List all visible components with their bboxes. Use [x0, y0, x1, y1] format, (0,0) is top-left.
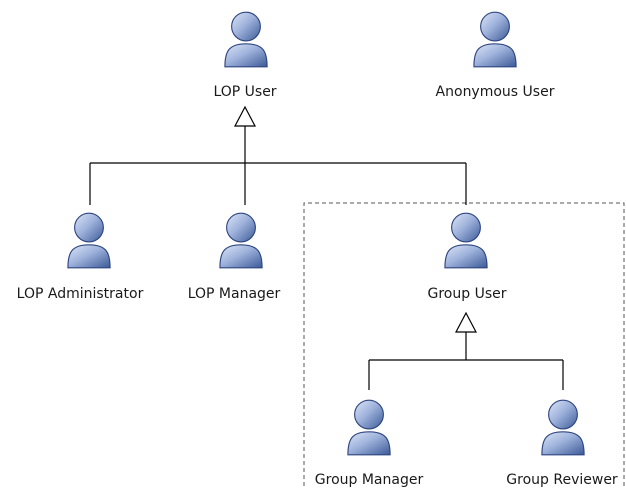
group-manager-icon: [347, 399, 391, 456]
group-user-label: Group User: [427, 286, 507, 302]
lop-user-label: LOP User: [213, 84, 277, 100]
inheritance-arrowhead: [234, 105, 256, 127]
generalization-lop-user: [89, 105, 467, 205]
lop-user-icon: [224, 11, 268, 68]
inheritance-arrowhead: [455, 311, 477, 333]
lop-administrator-label: LOP Administrator: [16, 286, 144, 302]
anonymous-user-label: Anonymous User: [435, 84, 555, 100]
group-user-icon: [444, 212, 488, 269]
group-reviewer-label: Group Reviewer: [506, 472, 618, 488]
group-reviewer-icon: [541, 399, 585, 456]
lop-manager-label: LOP Manager: [187, 286, 281, 302]
group-manager-label: Group Manager: [314, 472, 424, 488]
group-boundary: [303, 202, 625, 486]
anonymous-user-icon: [473, 11, 517, 68]
generalization-group-user: [368, 311, 564, 390]
lop-administrator-icon: [67, 212, 111, 269]
lop-manager-icon: [219, 212, 263, 269]
